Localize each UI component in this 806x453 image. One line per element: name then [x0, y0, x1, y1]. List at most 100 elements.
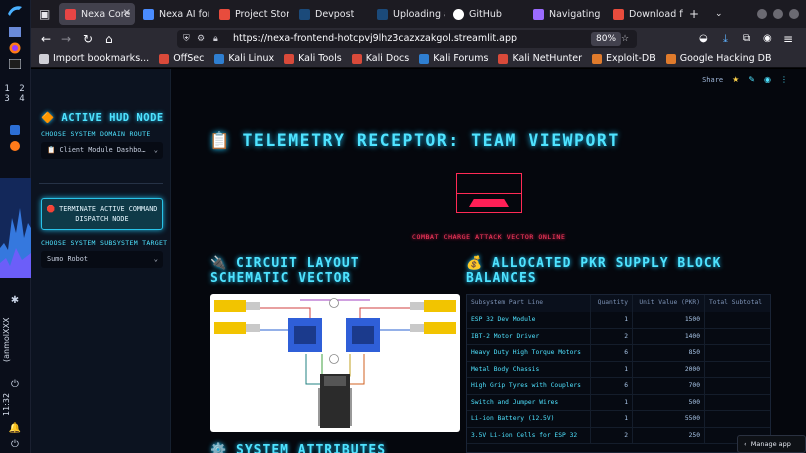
reload-icon[interactable]: ↻	[83, 32, 94, 46]
bookmark-exploit-db[interactable]: Exploit-DB	[591, 53, 656, 64]
subsystem-target-value: Sumo Robot	[47, 255, 88, 263]
close-window-button[interactable]	[789, 9, 799, 19]
bookmark-label: Exploit-DB	[605, 53, 656, 64]
supply-table[interactable]: Subsystem Part Line Quantity Unit Value …	[466, 294, 771, 453]
forward-icon[interactable]: →	[61, 32, 72, 46]
table-header-cell[interactable]: Unit Value (PKR)	[633, 295, 705, 312]
table-row[interactable]: ESP 32 Dev Module 1 1500	[467, 312, 770, 329]
home-icon[interactable]: ⌂	[105, 32, 113, 46]
bookmark-kali-linux[interactable]: Kali Linux	[214, 53, 274, 64]
more-menu-icon[interactable]: ⋮	[780, 75, 788, 84]
kali-icon	[214, 53, 225, 64]
domain-route-value: 📋 Client Module Dashbo…	[47, 146, 146, 154]
user-label: (anmolXXX	[2, 317, 11, 363]
bookmark-kali-forums[interactable]: Kali Forums	[419, 53, 488, 64]
new-tab-icon[interactable]: +	[689, 7, 700, 21]
tab-label: GitHub	[469, 8, 502, 20]
bookmark-label: Kali NetHunter	[512, 53, 582, 64]
account-icon[interactable]: ◉	[763, 33, 772, 44]
tab-github[interactable]: GitHub	[447, 3, 521, 25]
tab-overflow-icon[interactable]: ⌄	[715, 9, 723, 19]
table-row[interactable]: Metal Body Chassis 1 2000	[467, 361, 770, 378]
menu-icon[interactable]: ≡	[783, 32, 794, 46]
share-button[interactable]: Share	[702, 75, 724, 84]
tab-devpost[interactable]: Devpost	[293, 3, 365, 25]
tab-uploading[interactable]: Uploading a d	[371, 3, 445, 25]
offsec-icon	[159, 53, 170, 64]
table-cell: 1	[591, 411, 633, 428]
table-header-row: Subsystem Part Line Quantity Unit Value …	[467, 295, 770, 312]
bookmark-star-icon[interactable]: ☆	[621, 34, 630, 44]
bookmark-kali-tools[interactable]: Kali Tools	[284, 53, 342, 64]
kali-menu-icon[interactable]	[4, 4, 26, 22]
table-cell: IBT-2 Motor Driver	[467, 328, 591, 345]
notifications-icon[interactable]: 🔔	[8, 423, 22, 434]
app-icon-2[interactable]	[4, 140, 26, 158]
tab-navigating[interactable]: Navigating a	[527, 3, 601, 25]
terminal-icon[interactable]	[4, 58, 26, 76]
bookmark-label: Kali Linux	[228, 53, 275, 64]
minimize-button[interactable]	[757, 9, 767, 19]
pocket-icon[interactable]: ◒	[699, 33, 708, 44]
table-row[interactable]: 3.5V Li-ion Cells for ESP 32 2 250	[467, 427, 770, 444]
bookmark-google-hacking-db[interactable]: Google Hacking DB	[665, 53, 771, 64]
lock-icon[interactable]: ⏻	[11, 379, 19, 390]
tab-label: Nexa AI for Ro	[159, 8, 209, 20]
terminate-dispatch-button[interactable]: 🛑 TERMINATE ACTIVE COMMAND DISPATCH NODE	[41, 198, 163, 230]
downloads-icon[interactable]: ⤓	[723, 32, 728, 45]
close-icon[interactable]: ✕	[122, 8, 131, 19]
table-cell: Li-ion Battery (12.5V)	[467, 411, 591, 428]
table-cell: 1	[591, 394, 633, 411]
table-header-cell[interactable]: Total Subtotal	[705, 295, 770, 312]
bookmark-import[interactable]: Import bookmarks...	[39, 53, 149, 64]
github-icon[interactable]: ◉	[764, 75, 771, 84]
bookmark-kali-docs[interactable]: Kali Docs	[351, 53, 409, 64]
back-icon[interactable]: ←	[41, 32, 52, 46]
app-icon-1[interactable]	[4, 124, 26, 142]
table-row[interactable]: Li-ion Battery (12.5V) 1 5500	[467, 411, 770, 428]
lock-icon[interactable]: 🔒︎	[213, 34, 218, 44]
subsystem-target-select[interactable]: Sumo Robot ⌄	[41, 251, 163, 268]
domain-route-select[interactable]: 📋 Client Module Dashbo… ⌄	[41, 142, 163, 159]
table-row[interactable]: Heavy Duty High Torque Motors 6 850	[467, 345, 770, 362]
tab-project-story[interactable]: Project Story	[213, 3, 289, 25]
tracking-shield-icon[interactable]: ⛨	[183, 34, 190, 44]
tab-label: Project Story	[235, 8, 289, 20]
edit-icon[interactable]: ✎	[748, 75, 756, 84]
domain-route-label: CHOOSE SYSTEM DOMAIN ROUTE	[41, 130, 151, 138]
star-icon[interactable]: ★	[732, 75, 740, 84]
tab-favicon	[299, 8, 310, 20]
tab-favicon	[143, 8, 154, 20]
files-icon[interactable]	[4, 26, 26, 44]
table-header-cell[interactable]: Quantity	[591, 295, 633, 312]
zoom-level[interactable]: 80%	[591, 32, 622, 46]
bookmarks-bar: Import bookmarks... OffSec Kali Linux Ka…	[31, 50, 806, 68]
extensions-icon[interactable]: ⧉	[743, 33, 751, 44]
tab-label: Uploading a d	[393, 8, 445, 20]
tab-nexa-ai[interactable]: Nexa AI for Ro	[137, 3, 209, 25]
table-cell: High Grip Tyres with Couplers	[467, 378, 591, 395]
list-all-tabs-icon[interactable]: ▣	[39, 7, 51, 21]
firefox-icon[interactable]	[4, 42, 26, 60]
indicator-line	[457, 193, 521, 194]
bookmark-offsec[interactable]: OffSec	[159, 53, 204, 64]
manage-app-button[interactable]: ‹ Manage app	[737, 435, 806, 453]
table-header-cell[interactable]: Subsystem Part Line	[467, 295, 591, 312]
tab-download-file[interactable]: Download file	[607, 3, 683, 25]
table-row[interactable]: IBT-2 Motor Driver 2 1400	[467, 328, 770, 345]
maximize-button[interactable]	[773, 9, 783, 19]
chevron-down-icon: ⌄	[153, 146, 158, 154]
url-bar[interactable]: ⛨ ⚙ 🔒︎ https://nexa-frontend-hotcpvj9lhz…	[177, 30, 637, 48]
workspace-switcher[interactable]: 1 2 3 4	[4, 84, 27, 104]
supply-heading: 💰 ALLOCATED PKR SUPPLY BLOCK BALANCES	[466, 256, 722, 286]
url-text[interactable]: https://nexa-frontend-hotcpvj9lhz3cazxza…	[233, 33, 518, 44]
power-icon[interactable]: ⏻	[11, 439, 19, 450]
tab-nexa-core[interactable]: Nexa Core ✕	[59, 3, 135, 25]
table-row[interactable]: High Grip Tyres with Couplers 6 700	[467, 378, 770, 395]
bluetooth-icon[interactable]: ✱	[10, 295, 20, 306]
permissions-icon[interactable]: ⚙	[197, 34, 206, 44]
table-row[interactable]: Switch and Jumper Wires 1 500	[467, 394, 770, 411]
bookmark-kali-nethunter[interactable]: Kali NetHunter	[498, 53, 582, 64]
table-cell: 2	[591, 427, 633, 444]
